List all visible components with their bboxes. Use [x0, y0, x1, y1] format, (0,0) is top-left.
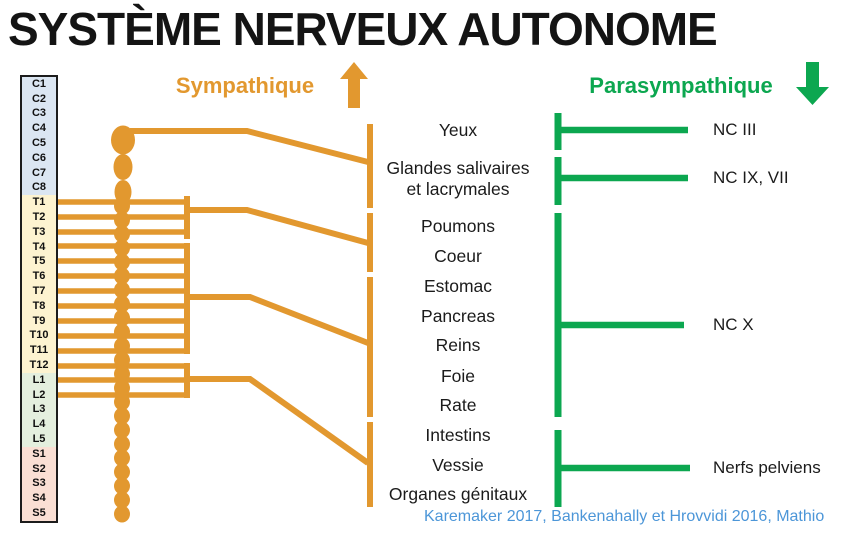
- spine-segment-c2: C2: [22, 91, 56, 107]
- spine-segment-c4: C4: [22, 121, 56, 137]
- organ-label-intestins: Intestins: [425, 425, 491, 445]
- spine-segment-t5: T5: [22, 254, 56, 270]
- spine-segment-t3: T3: [22, 224, 56, 240]
- spine-segment-t9: T9: [22, 313, 56, 329]
- organ-label-yeux: Yeux: [438, 120, 478, 140]
- spine-segment-s5: S5: [22, 506, 56, 521]
- spine-segment-s3: S3: [22, 476, 56, 492]
- spinal-column: C1 C2 C3 C4 C5 C6 C7 C8 T1 T2 T3 T4 T5 T…: [20, 75, 58, 523]
- sympathetic-connectors: [130, 128, 370, 466]
- citation-text: Karemaker 2017, Bankenahally et Hrovvidi…: [424, 508, 825, 525]
- spine-segment-t12: T12: [22, 358, 56, 373]
- spine-segment-c7: C7: [22, 165, 56, 181]
- spine-segment-s2: S2: [22, 461, 56, 477]
- up-arrow-icon: [340, 62, 368, 108]
- organ-label-estomac: Estomac: [423, 276, 493, 296]
- organ-label-organes-genitaux: Organes génitaux: [388, 484, 528, 504]
- spine-segment-c1: C1: [22, 77, 56, 92]
- spine-segment-l2: L2: [22, 387, 56, 403]
- organ-label-poumons: Poumons: [421, 216, 495, 236]
- spine-segment-t7: T7: [22, 284, 56, 299]
- spine-segment-t2: T2: [22, 210, 56, 225]
- spine-segment-s4: S4: [22, 491, 56, 507]
- organ-label-coeur: Coeur: [434, 246, 482, 266]
- page-title: SYSTÈME NERVEUX AUTONOME: [8, 3, 718, 55]
- organ-label-glandes-salivaires: Glandes salivaires et lacrymales: [386, 158, 530, 199]
- parasympathique-header: Parasympathique: [589, 73, 773, 98]
- spine-segment-l5: L5: [22, 432, 56, 447]
- organ-label-reins: Reins: [435, 335, 481, 355]
- nerve-label-nc10: NC X: [713, 315, 754, 334]
- organ-label-pancreas: Pancreas: [421, 306, 495, 326]
- spine-segment-t8: T8: [22, 298, 56, 314]
- superior-cervical-ganglion: [111, 125, 135, 155]
- spine-segment-l4: L4: [22, 417, 56, 433]
- spine-segment-c3: C3: [22, 106, 56, 122]
- spine-segment-s1: S1: [22, 446, 56, 462]
- spine-segment-t6: T6: [22, 269, 56, 285]
- nerve-label-nc3: NC III: [713, 120, 757, 139]
- spine-segment-c8: C8: [22, 180, 56, 196]
- spine-segment-l3: L3: [22, 402, 56, 418]
- organ-label-vessie: Vessie: [432, 455, 484, 475]
- organ-label-rate: Rate: [439, 395, 477, 415]
- organ-label-foie: Foie: [440, 366, 476, 386]
- spine-segment-t10: T10: [22, 328, 56, 344]
- spine-segment-t11: T11: [22, 343, 56, 359]
- spine-segment-t4: T4: [22, 239, 56, 255]
- spine-segment-c6: C6: [22, 150, 56, 166]
- nerve-label-nc9-7: NC IX, VII: [713, 168, 789, 187]
- down-arrow-icon: [796, 62, 829, 105]
- spine-segment-t1: T1: [22, 195, 56, 211]
- nerve-label-nerfs-pelviens: Nerfs pelviens: [713, 458, 821, 477]
- spine-segment-c5: C5: [22, 136, 56, 151]
- spine-segment-l1: L1: [22, 372, 56, 388]
- sympathetic-chain: [111, 125, 135, 523]
- parasympathetic-ticks: [558, 126, 690, 472]
- sympathique-header: Sympathique: [175, 73, 315, 98]
